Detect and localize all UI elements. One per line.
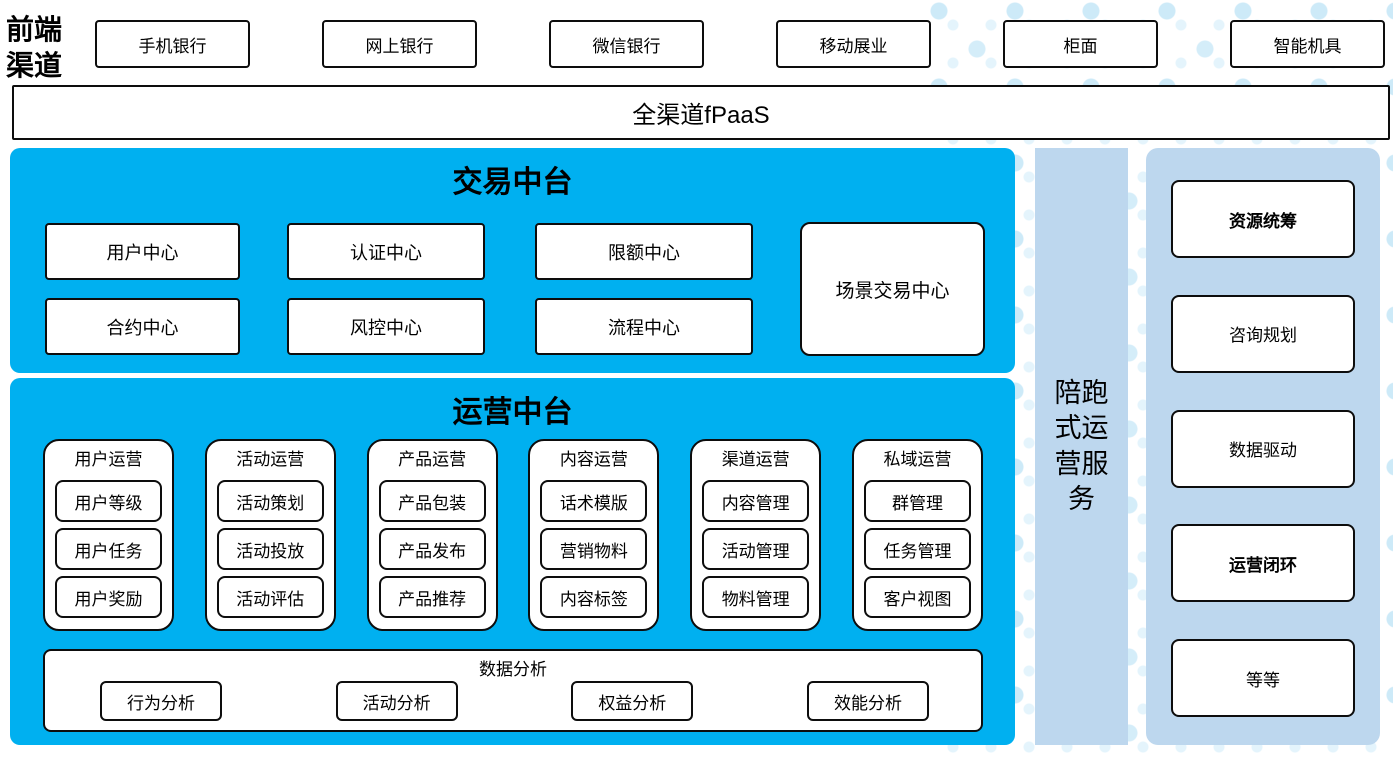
ops-item: 用户等级 — [55, 480, 162, 522]
service-box-etc: 等等 — [1171, 639, 1355, 717]
center-box-limit: 限额中心 — [535, 223, 753, 280]
ops-column-product: 产品运营 产品包装 产品发布 产品推荐 — [366, 439, 498, 631]
data-box-rights: 权益分析 — [571, 681, 694, 721]
ops-item: 活动管理 — [702, 528, 810, 570]
service-panel: 资源统筹 咨询规划 数据驱动 运营闭环 等等 — [1146, 148, 1380, 745]
ops-item: 用户奖励 — [55, 576, 162, 618]
ops-item: 产品包装 — [378, 480, 486, 522]
center-box-contract: 合约中心 — [45, 298, 240, 355]
ops-item: 物料管理 — [702, 576, 810, 618]
ops-column-title: 活动运营 — [236, 450, 305, 469]
ops-item: 活动评估 — [216, 576, 324, 618]
channel-box-online-banking: 网上银行 — [322, 20, 477, 68]
channel-box-mobile-marketing: 移动展业 — [776, 20, 931, 68]
ops-item: 营销物料 — [540, 528, 648, 570]
service-box-ops-loop: 运营闭环 — [1171, 524, 1355, 603]
ops-item: 客户视图 — [863, 576, 971, 618]
service-bar-label: 陪跑式运营服务 — [1054, 378, 1109, 514]
ops-column-activity: 活动运营 活动策划 活动投放 活动评估 — [204, 439, 336, 631]
ops-platform-section: 运营中台 用户运营 用户等级 用户任务 用户奖励 活动运营 活动策划 活动投放 … — [10, 378, 1015, 745]
service-box-resource-planning: 资源统筹 — [1171, 180, 1355, 258]
ops-item: 话术模版 — [540, 480, 648, 522]
center-box-process: 流程中心 — [535, 298, 753, 355]
center-box-auth: 认证中心 — [287, 223, 485, 280]
ops-item: 群管理 — [863, 480, 971, 522]
ops-item: 用户任务 — [55, 528, 162, 570]
service-box-consulting: 咨询规划 — [1171, 294, 1355, 373]
omnichannel-fpaas-bar: 全渠道fPaaS — [12, 85, 1390, 140]
data-analysis-panel: 数据分析 行为分析 活动分析 权益分析 效能分析 — [43, 649, 983, 732]
ops-column-channel: 渠道运营 内容管理 活动管理 物料管理 — [690, 439, 822, 631]
ops-column-title: 产品运营 — [398, 450, 467, 469]
channel-box-counter: 柜面 — [1003, 20, 1158, 68]
front-channels-label: 前端渠道 — [6, 13, 63, 82]
ops-column-title: 渠道运营 — [721, 450, 790, 469]
data-box-behavior: 行为分析 — [100, 681, 222, 721]
ops-item: 活动投放 — [216, 528, 324, 570]
trade-platform-title: 交易中台 — [452, 165, 573, 200]
ops-item: 任务管理 — [863, 528, 971, 570]
ops-column-title: 内容运营 — [559, 450, 628, 469]
ops-column-title: 用户运营 — [74, 450, 143, 469]
ops-item: 活动策划 — [216, 480, 324, 522]
channel-box-wechat-banking: 微信银行 — [549, 20, 704, 68]
center-box-user: 用户中心 — [45, 223, 240, 280]
trade-platform-section: 交易中台 用户中心 认证中心 限额中心 合约中心 风控中心 流程中心 场景交易中… — [10, 148, 1015, 373]
ops-item: 产品推荐 — [378, 576, 486, 618]
center-box-risk: 风控中心 — [287, 298, 485, 355]
ops-columns: 用户运营 用户等级 用户任务 用户奖励 活动运营 活动策划 活动投放 活动评估 … — [43, 439, 983, 631]
data-box-activity: 活动分析 — [335, 681, 458, 721]
channel-box-smart-devices: 智能机具 — [1230, 20, 1385, 68]
channel-box-mobile-banking: 手机银行 — [95, 20, 250, 68]
data-box-efficiency: 效能分析 — [806, 681, 929, 721]
ops-column-private-domain: 私域运营 群管理 任务管理 客户视图 — [851, 439, 983, 631]
ops-column-user: 用户运营 用户等级 用户任务 用户奖励 — [43, 439, 174, 631]
ops-platform-title: 运营中台 — [452, 395, 573, 430]
front-channels-row: 手机银行 网上银行 微信银行 移动展业 柜面 智能机具 — [95, 20, 1385, 68]
ops-item: 产品发布 — [378, 528, 486, 570]
ops-column-content: 内容运营 话术模版 营销物料 内容标签 — [528, 439, 660, 631]
service-bar: 陪跑式运营服务 — [1035, 148, 1128, 745]
service-box-data-driven: 数据驱动 — [1171, 409, 1355, 488]
data-analysis-title: 数据分析 — [479, 660, 547, 679]
ops-item: 内容标签 — [540, 576, 648, 618]
ops-item: 内容管理 — [702, 480, 810, 522]
center-box-scene-trade: 场景交易中心 — [800, 222, 985, 356]
ops-column-title: 私域运营 — [883, 450, 952, 469]
data-analysis-items: 行为分析 活动分析 权益分析 效能分析 — [45, 681, 981, 721]
